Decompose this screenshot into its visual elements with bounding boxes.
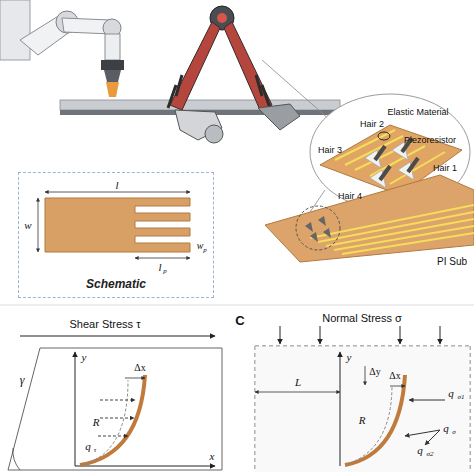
dimension-symbol: w bbox=[197, 241, 204, 251]
stress-label: Normal Stress σ bbox=[322, 313, 402, 324]
load-symbol: q bbox=[448, 388, 454, 399]
schematic-box: Schematic bbox=[18, 172, 214, 298]
stress-label: Shear Stress τ bbox=[70, 319, 141, 330]
schematic-strip bbox=[38, 192, 190, 258]
panel-title: Schematic bbox=[19, 277, 213, 291]
part-label: Hair 3 bbox=[318, 146, 342, 155]
pi-substrate bbox=[265, 175, 474, 262]
panel-letter: C bbox=[235, 314, 244, 327]
dimension-subscript: p bbox=[203, 247, 207, 254]
gripper bbox=[168, 6, 300, 143]
part-label: Hair 1 bbox=[433, 164, 457, 173]
dimension-symbol: l bbox=[158, 262, 161, 273]
part-label: Hair 4 bbox=[338, 192, 362, 201]
part-label: PI Sub bbox=[437, 257, 467, 267]
load-symbol: q bbox=[443, 423, 449, 434]
dimension-symbol: w bbox=[24, 220, 31, 231]
load-subscript: τ bbox=[94, 447, 97, 454]
normal-panel bbox=[255, 326, 470, 472]
dimension-symbol: l bbox=[115, 180, 118, 191]
load-symbol: q bbox=[417, 445, 423, 456]
part-label: Hair 2 bbox=[360, 120, 384, 129]
angle-symbol: γ bbox=[20, 374, 25, 386]
part-label: Piezoresistor bbox=[404, 136, 456, 145]
dimension-symbol: Δx bbox=[389, 371, 400, 381]
load-symbol: q bbox=[85, 441, 91, 452]
dimension-subscript: p bbox=[163, 268, 167, 275]
load-subscript: σ bbox=[452, 429, 455, 436]
load-subscript: σ1 bbox=[458, 394, 465, 401]
dimension-symbol: Δy bbox=[369, 367, 380, 377]
dimension-symbol: Δx bbox=[134, 363, 145, 373]
panel-divider bbox=[0, 305, 474, 306]
robot-scene bbox=[0, 0, 340, 115]
shear-panel bbox=[8, 336, 222, 470]
dimension-symbol: R bbox=[359, 415, 366, 426]
dimension-symbol: L bbox=[295, 377, 301, 388]
axis-label: y bbox=[347, 352, 352, 363]
axis-label: y bbox=[82, 352, 87, 363]
dimension-symbol: R bbox=[93, 417, 100, 428]
axis-label: x bbox=[210, 451, 215, 462]
part-label: Elastic Material bbox=[387, 108, 448, 117]
load-subscript: σ2 bbox=[427, 451, 434, 458]
